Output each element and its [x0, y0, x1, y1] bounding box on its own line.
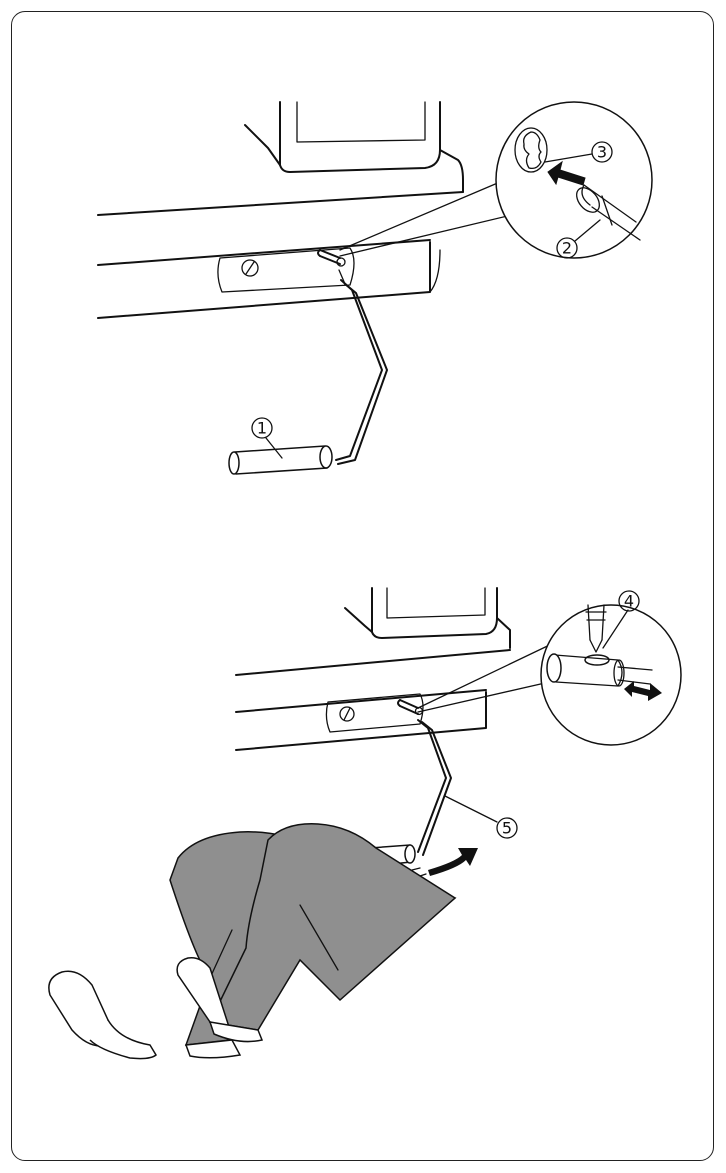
callout-4-label: 4	[624, 592, 634, 611]
zoom-line-top-upper	[339, 181, 501, 251]
zoom-line-bottom-lower	[417, 682, 546, 713]
page-frame	[11, 11, 714, 1161]
zoom-line-top-lower	[339, 212, 521, 257]
callout-3-label: 3	[597, 143, 607, 162]
callout-5-label: 5	[502, 819, 512, 838]
machine-bed-bottom	[235, 649, 511, 751]
top-figure	[97, 101, 653, 475]
callout-5: 5	[496, 817, 518, 839]
callout-1: 1	[251, 417, 283, 459]
bottom-figure	[48, 587, 682, 1060]
insert-arrow-icon	[547, 160, 586, 186]
leader-4	[602, 609, 629, 649]
callout-4: 4	[618, 590, 640, 612]
zoom-line-bottom-upper	[417, 639, 561, 709]
knee-lifter-top	[228, 249, 388, 475]
machine-bed-top	[97, 191, 464, 319]
detail-circle-bottom	[540, 604, 682, 746]
callout-3: 3	[544, 141, 613, 163]
callout-1-label: 1	[257, 419, 267, 438]
operator-legs	[48, 823, 457, 1060]
machine-arm-top	[244, 101, 464, 193]
leader-5	[444, 795, 498, 823]
callout-2: 2	[556, 219, 601, 259]
detail-circle-top	[495, 101, 653, 259]
machine-arm-bottom	[344, 587, 511, 649]
adjust-double-arrow-icon	[624, 681, 662, 701]
callout-2-label: 2	[562, 239, 572, 258]
